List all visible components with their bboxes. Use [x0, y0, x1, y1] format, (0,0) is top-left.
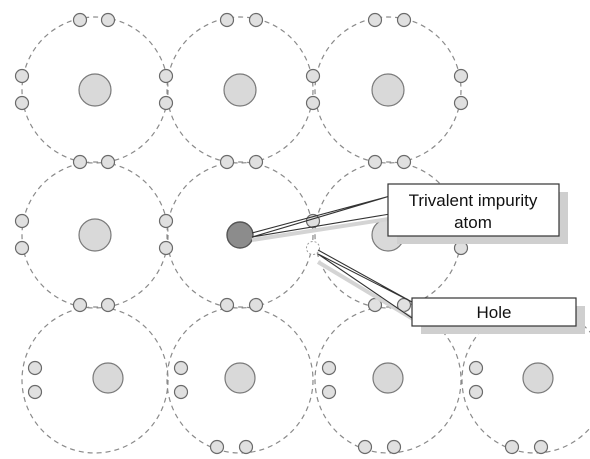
electron: [367, 12, 383, 28]
nucleus: [223, 73, 257, 107]
nucleus: [78, 73, 112, 107]
impurity-leader-line: [251, 195, 391, 238]
electron: [248, 297, 264, 313]
orbit-shell: [21, 161, 169, 309]
electron: [453, 68, 469, 84]
electron: [248, 12, 264, 28]
orbit-shell: [21, 16, 169, 164]
electron: [396, 154, 412, 170]
electron: [321, 360, 337, 376]
electron: [357, 439, 373, 455]
electron: [14, 240, 30, 256]
electron: [367, 154, 383, 170]
hole-label: Hole: [477, 303, 512, 322]
impurity-label-box: [387, 183, 560, 237]
electron: [27, 384, 43, 400]
electron: [14, 68, 30, 84]
electron: [72, 297, 88, 313]
electron: [396, 12, 412, 28]
electron: [248, 154, 264, 170]
atom-r2c1: [21, 161, 169, 309]
electron: [72, 12, 88, 28]
orbit-shell: [314, 306, 462, 454]
nucleus: [372, 362, 404, 394]
atom-r3c1: [21, 306, 169, 454]
electron: [219, 154, 235, 170]
electron: [209, 439, 225, 455]
atom-r3c2: [166, 306, 314, 454]
electron: [219, 12, 235, 28]
nucleus: [371, 73, 405, 107]
electron: [453, 95, 469, 111]
electron: [468, 384, 484, 400]
orbit-shell: [314, 16, 462, 164]
hole-leader-shadow: [316, 260, 420, 324]
atom-r1c2: [166, 16, 314, 164]
electron: [305, 68, 321, 84]
electron: [27, 360, 43, 376]
nucleus: [78, 218, 112, 252]
electron: [219, 297, 235, 313]
atom-r1c1: [21, 16, 169, 164]
atom-r1c3: [314, 16, 462, 164]
orbit-shell: [166, 161, 314, 309]
hole-leader-line: [317, 249, 413, 319]
atom-r2c2-impurity: [166, 161, 314, 309]
atom-r3c3: [314, 306, 462, 454]
electron: [158, 213, 174, 229]
electron: [173, 384, 189, 400]
electron: [72, 154, 88, 170]
electron: [14, 95, 30, 111]
electron: [386, 439, 402, 455]
electron: [100, 154, 116, 170]
electron: [305, 95, 321, 111]
nucleus: [92, 362, 124, 394]
electron: [504, 439, 520, 455]
orbit-shell: [166, 16, 314, 164]
electron: [14, 213, 30, 229]
electron: [321, 384, 337, 400]
electron: [173, 360, 189, 376]
nucleus: [224, 362, 256, 394]
nucleus: [522, 362, 554, 394]
electron: [533, 439, 549, 455]
electron: [100, 297, 116, 313]
impurity-leader-shadow: [251, 216, 396, 242]
electron: [158, 95, 174, 111]
electron: [468, 360, 484, 376]
electron: [100, 12, 116, 28]
hole-label-box: [411, 297, 577, 327]
orbit-shell: [21, 306, 169, 454]
impurity-label-line1: Trivalent impurity: [409, 191, 538, 210]
impurity-label-line2: atom: [454, 213, 492, 232]
electron: [158, 68, 174, 84]
hole-site: [306, 241, 320, 255]
electron: [158, 240, 174, 256]
electron: [238, 439, 254, 455]
trivalent-impurity-atom: [226, 221, 254, 249]
orbit-shell: [166, 306, 314, 454]
